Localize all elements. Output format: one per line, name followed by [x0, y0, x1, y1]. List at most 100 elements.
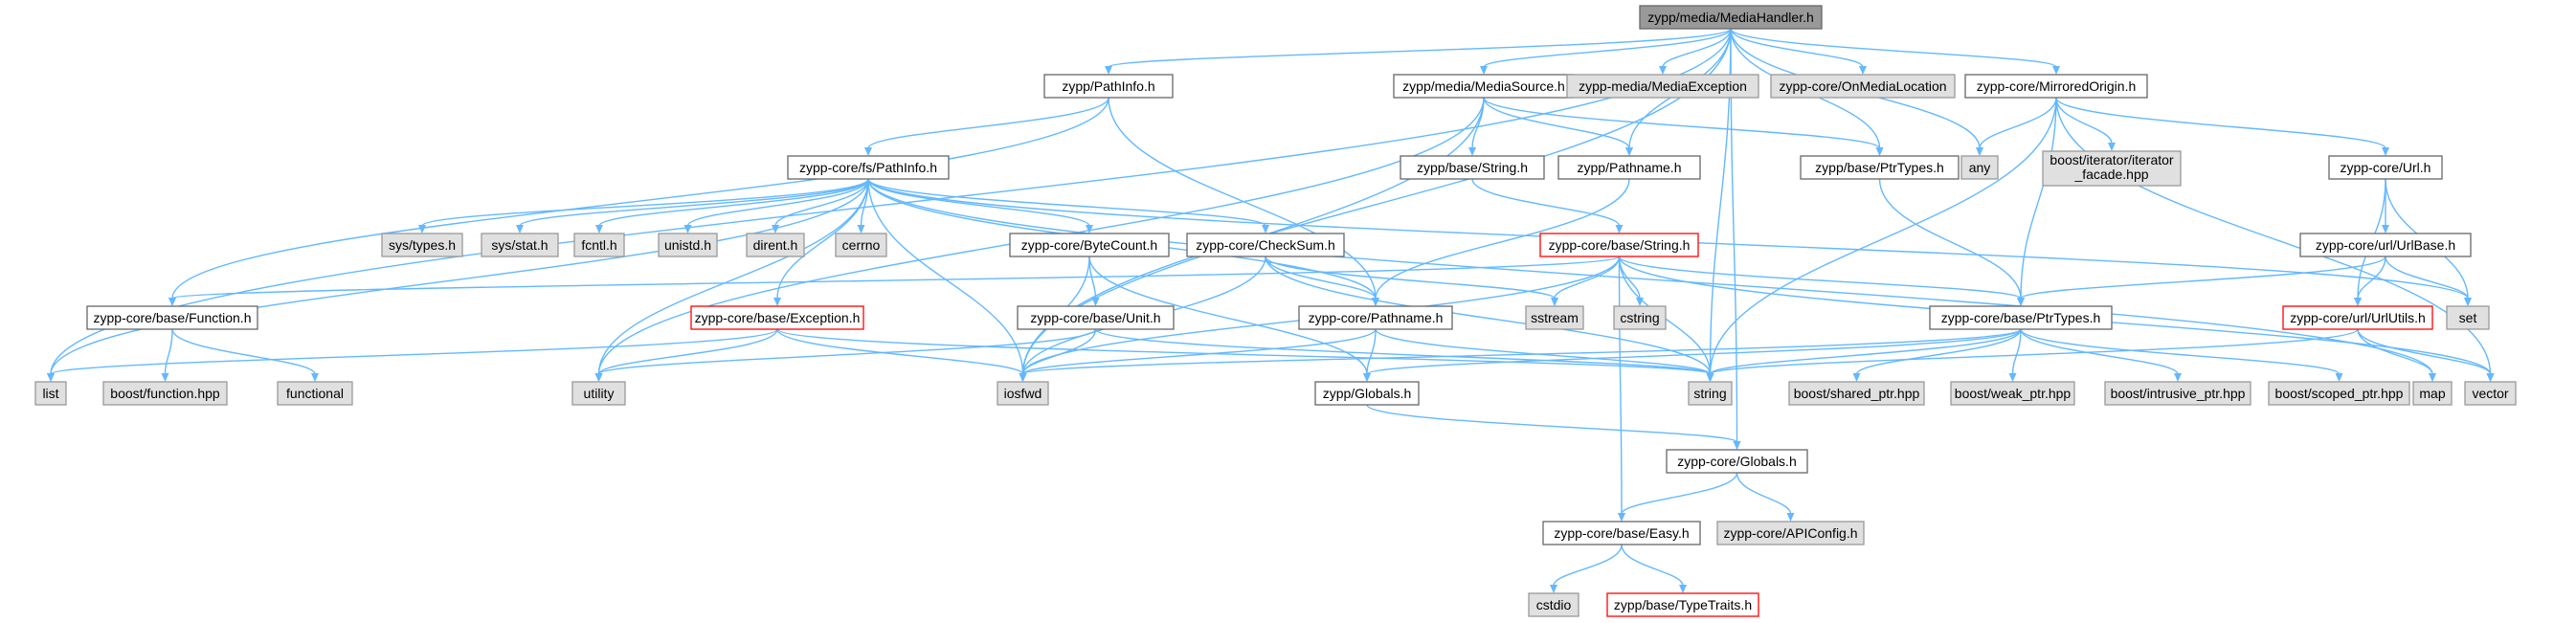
- edge-root-to-mirroredorigin: [1730, 28, 2057, 68]
- edge-checksum-to-sstream: [1265, 256, 1556, 300]
- edge-urlutils-to-vector: [2357, 328, 2492, 375]
- node-root[interactable]: zypp/media/MediaHandler.h: [1639, 5, 1823, 30]
- arrowhead-urlutils-to-string: [1706, 373, 1714, 382]
- arrowhead-zcb_ptrtypes-to-weak_ptr: [2008, 373, 2017, 382]
- node-zc_globals[interactable]: zypp-core/Globals.h: [1666, 449, 1808, 474]
- arrowhead-mirroredorigin-to-any: [1976, 147, 1983, 156]
- node-fcntl: fcntl.h: [573, 233, 625, 257]
- node-label-functional: functional: [286, 386, 344, 401]
- node-easy_h[interactable]: zypp-core/base/Easy.h: [1542, 521, 1701, 545]
- edge-fs_pathinfo-to-fcntl: [598, 178, 869, 227]
- arrowhead-root-to-onmedialocation: [1859, 66, 1867, 75]
- node-scoped_ptr: boost/scoped_ptr.hpp: [2268, 381, 2410, 406]
- edge-checksum-to-string: [1265, 256, 1712, 375]
- node-urlbase[interactable]: zypp-core/url/UrlBase.h: [2299, 233, 2472, 257]
- node-box-function_h: [86, 305, 258, 330]
- node-bytecount[interactable]: zypp-core/ByteCount.h: [1009, 233, 1170, 257]
- node-label-unistd: unistd.h: [664, 237, 711, 253]
- node-box-any: [1960, 155, 1999, 180]
- edge-zcb_ptrtypes-to-scoped_ptr: [2020, 328, 2341, 375]
- edge-unit_h-to-string: [1094, 328, 1712, 375]
- node-cstring: cstring: [1613, 305, 1667, 330]
- node-functional: functional: [277, 381, 353, 406]
- node-urlutils[interactable]: zypp-core/url/UrlUtils.h: [2282, 305, 2433, 330]
- node-checksum[interactable]: zypp-core/CheckSum.h: [1186, 233, 1345, 257]
- arrowhead-z_globals-to-zc_globals: [1733, 441, 1741, 450]
- node-utility: utility: [571, 381, 626, 406]
- node-label-mediaexception: zypp-media/MediaException: [1579, 78, 1747, 94]
- dependency-edges: [47, 28, 2495, 593]
- node-box-unit_h: [1017, 305, 1175, 330]
- node-boost_function: boost/function.hpp: [102, 381, 228, 406]
- node-label-fcntl: fcntl.h: [581, 237, 616, 253]
- node-label-url_h: zypp-core/Url.h: [2341, 160, 2431, 175]
- node-box-cerrno: [835, 233, 887, 257]
- edge-zcb_string-to-easy_h: [1618, 256, 1623, 515]
- node-zcb_ptrtypes[interactable]: zypp-core/base/PtrTypes.h: [1929, 305, 2113, 330]
- edge-root-to-mediasource: [1483, 28, 1732, 68]
- arrowhead-zcb_ptrtypes-to-shared_ptr: [1852, 373, 1861, 382]
- node-label-z_globals: zypp/Globals.h: [1323, 386, 1412, 401]
- edge-root-to-mediaexception: [1662, 28, 1732, 68]
- node-box-cstring: [1613, 305, 1667, 330]
- arrowhead-unit_h-to-utility: [594, 373, 603, 382]
- arrowhead-fs_pathinfo-to-fcntl: [595, 225, 603, 234]
- edge-zcb_ptrtypes-to-intrusive_ptr: [2020, 328, 2179, 375]
- arrowhead-zcb_string-to-function_h: [168, 298, 176, 306]
- node-box-url_h: [2328, 155, 2443, 180]
- node-sysstat: sys/stat.h: [481, 233, 559, 257]
- node-zcb_string[interactable]: zypp-core/base/String.h: [1539, 233, 1699, 257]
- arrowhead-easy_h-to-cstdio: [1550, 585, 1557, 593]
- node-map: map: [2412, 381, 2453, 406]
- arrowhead-pathinfo_z-to-fs_pathinfo: [864, 147, 872, 156]
- node-label-zcb_string: zypp-core/base/String.h: [1549, 237, 1691, 253]
- edge-fs_pathinfo-to-utility: [597, 178, 869, 375]
- arrowhead-mirroredorigin-to-url_h: [2382, 147, 2389, 156]
- node-label-fs_pathinfo: zypp-core/fs/PathInfo.h: [799, 160, 937, 175]
- node-zb_ptrtypes[interactable]: zypp/base/PtrTypes.h: [1800, 155, 1960, 180]
- node-label-apiconfig: zypp-core/APIConfig.h: [1723, 525, 1857, 541]
- edge-urlbase-to-set: [2385, 256, 2469, 300]
- node-label-bytecount: zypp-core/ByteCount.h: [1021, 237, 1157, 253]
- arrowhead-zcb_ptrtypes-to-intrusive_ptr: [2174, 373, 2182, 382]
- arrowhead-root-to-mediasource: [1480, 66, 1488, 75]
- node-unistd: unistd.h: [658, 233, 718, 257]
- edge-zc_pathname-to-iosfwd: [1021, 328, 1377, 375]
- node-box-unistd: [658, 233, 718, 257]
- node-mediasource[interactable]: zypp/media/MediaSource.h: [1393, 74, 1575, 99]
- edge-fs_pathinfo-to-list: [50, 178, 869, 375]
- node-box-zb_ptrtypes: [1800, 155, 1960, 180]
- node-function_h[interactable]: zypp-core/base/Function.h: [86, 305, 258, 330]
- edge-fs_pathinfo-to-systypes: [421, 178, 869, 227]
- node-intrusive_ptr: boost/intrusive_ptr.hpp: [2104, 381, 2251, 406]
- node-label-root: zypp/media/MediaHandler.h: [1647, 10, 1814, 25]
- node-mirroredorigin[interactable]: zypp-core/MirroredOrigin.h: [1964, 74, 2148, 99]
- node-label-urlbase: zypp-core/url/UrlBase.h: [2316, 237, 2455, 253]
- node-cerrno: cerrno: [835, 233, 887, 257]
- node-url_h[interactable]: zypp-core/Url.h: [2328, 155, 2443, 180]
- node-exception_h[interactable]: zypp-core/base/Exception.h: [690, 305, 864, 330]
- edge-zcb_ptrtypes-to-string: [1709, 328, 2022, 375]
- edge-exception_h-to-list: [50, 328, 778, 375]
- node-pathinfo_z[interactable]: zypp/PathInfo.h: [1043, 74, 1174, 99]
- node-box-iosfwd: [997, 381, 1049, 406]
- node-fs_pathinfo[interactable]: zypp-core/fs/PathInfo.h: [787, 155, 950, 180]
- node-label-string: string: [1693, 386, 1726, 401]
- edge-function_h-to-boost_function: [164, 328, 173, 375]
- node-label-cstdio: cstdio: [1536, 597, 1572, 612]
- node-label-boost_iter: boost/iterator/iterator_facade.hpp: [2050, 152, 2174, 182]
- edge-root-to-pathinfo_z: [1108, 28, 1732, 68]
- node-label-cerrno: cerrno: [842, 237, 881, 253]
- node-z_pathname[interactable]: zypp/Pathname.h: [1557, 155, 1701, 180]
- node-typetraits[interactable]: zypp/base/TypeTraits.h: [1606, 592, 1759, 617]
- edge-urlutils-to-map: [2357, 328, 2433, 375]
- node-zc_pathname[interactable]: zypp-core/Pathname.h: [1298, 305, 1453, 330]
- node-z_globals[interactable]: zypp/Globals.h: [1314, 381, 1420, 406]
- arrowhead-root-to-mediaexception: [1659, 66, 1667, 75]
- node-zb_string[interactable]: zypp/base/String.h: [1400, 155, 1545, 180]
- edge-zcb_ptrtypes-to-iosfwd: [1021, 328, 2022, 375]
- node-label-set: set: [2459, 310, 2477, 325]
- node-label-cstring: cstring: [1620, 310, 1659, 325]
- arrowhead-urlbase-to-zcb_ptrtypes: [2017, 298, 2025, 306]
- node-unit_h[interactable]: zypp-core/base/Unit.h: [1017, 305, 1175, 330]
